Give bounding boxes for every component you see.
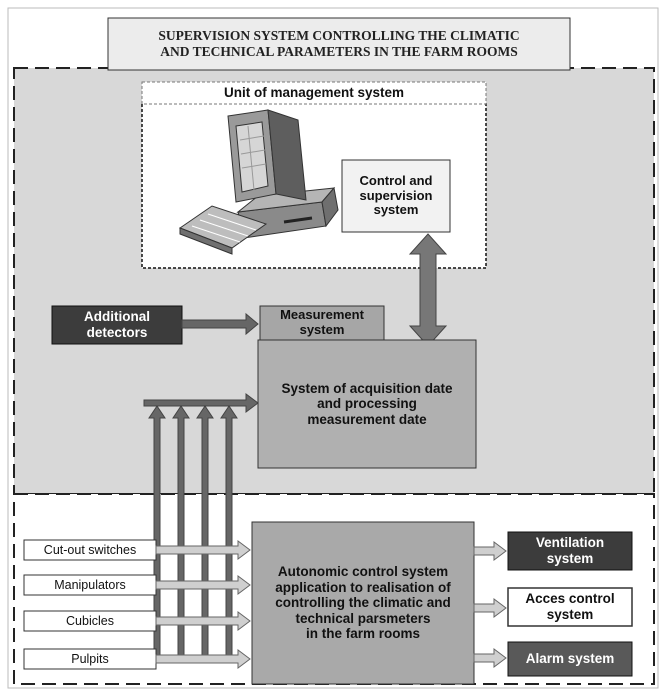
input-label-manipulators: Manipulators xyxy=(54,577,126,592)
input-label-pulpits: Pulpits xyxy=(71,651,109,666)
output-label-ventilation: Ventilation system xyxy=(535,535,605,566)
measurement-system-label: Measurement system xyxy=(280,307,364,337)
title-box xyxy=(107,17,571,71)
computer-icon xyxy=(178,109,339,255)
output-box-access xyxy=(507,587,633,627)
measurement-system-box xyxy=(259,305,385,343)
additional-detectors-box xyxy=(51,305,183,345)
output-box-ventilation xyxy=(507,531,633,571)
management-unit-label-box xyxy=(141,81,487,105)
control-supervision-box xyxy=(341,159,451,233)
arrow-detectors-measurement xyxy=(181,312,259,336)
autonomic-control-box xyxy=(251,521,475,685)
output-label-alarm: Alarm system xyxy=(525,651,615,667)
management-unit-label: Unit of management system xyxy=(223,85,405,101)
acquisition-system-box xyxy=(257,339,477,469)
bus-arrow xyxy=(143,393,259,413)
output-label-access: Acces control system xyxy=(525,591,615,622)
output-box-alarm xyxy=(507,641,633,677)
output-arrows xyxy=(473,541,507,668)
input-label-cubicles: Cubicles xyxy=(66,613,114,628)
control-supervision-label: Control and supervision system xyxy=(359,172,433,218)
input-label-cut-out: Cut-out switches xyxy=(43,542,137,557)
input-arrows xyxy=(155,540,251,669)
diagram-title: SUPERVISION SYSTEM CONTROLLING THE CLIMA… xyxy=(158,28,520,59)
additional-detectors-label: Additional detectors xyxy=(84,309,150,340)
acquisition-system-label: System of acquisition date and processin… xyxy=(281,380,453,427)
autonomic-control-label: Autonomic control system application to … xyxy=(275,564,451,642)
